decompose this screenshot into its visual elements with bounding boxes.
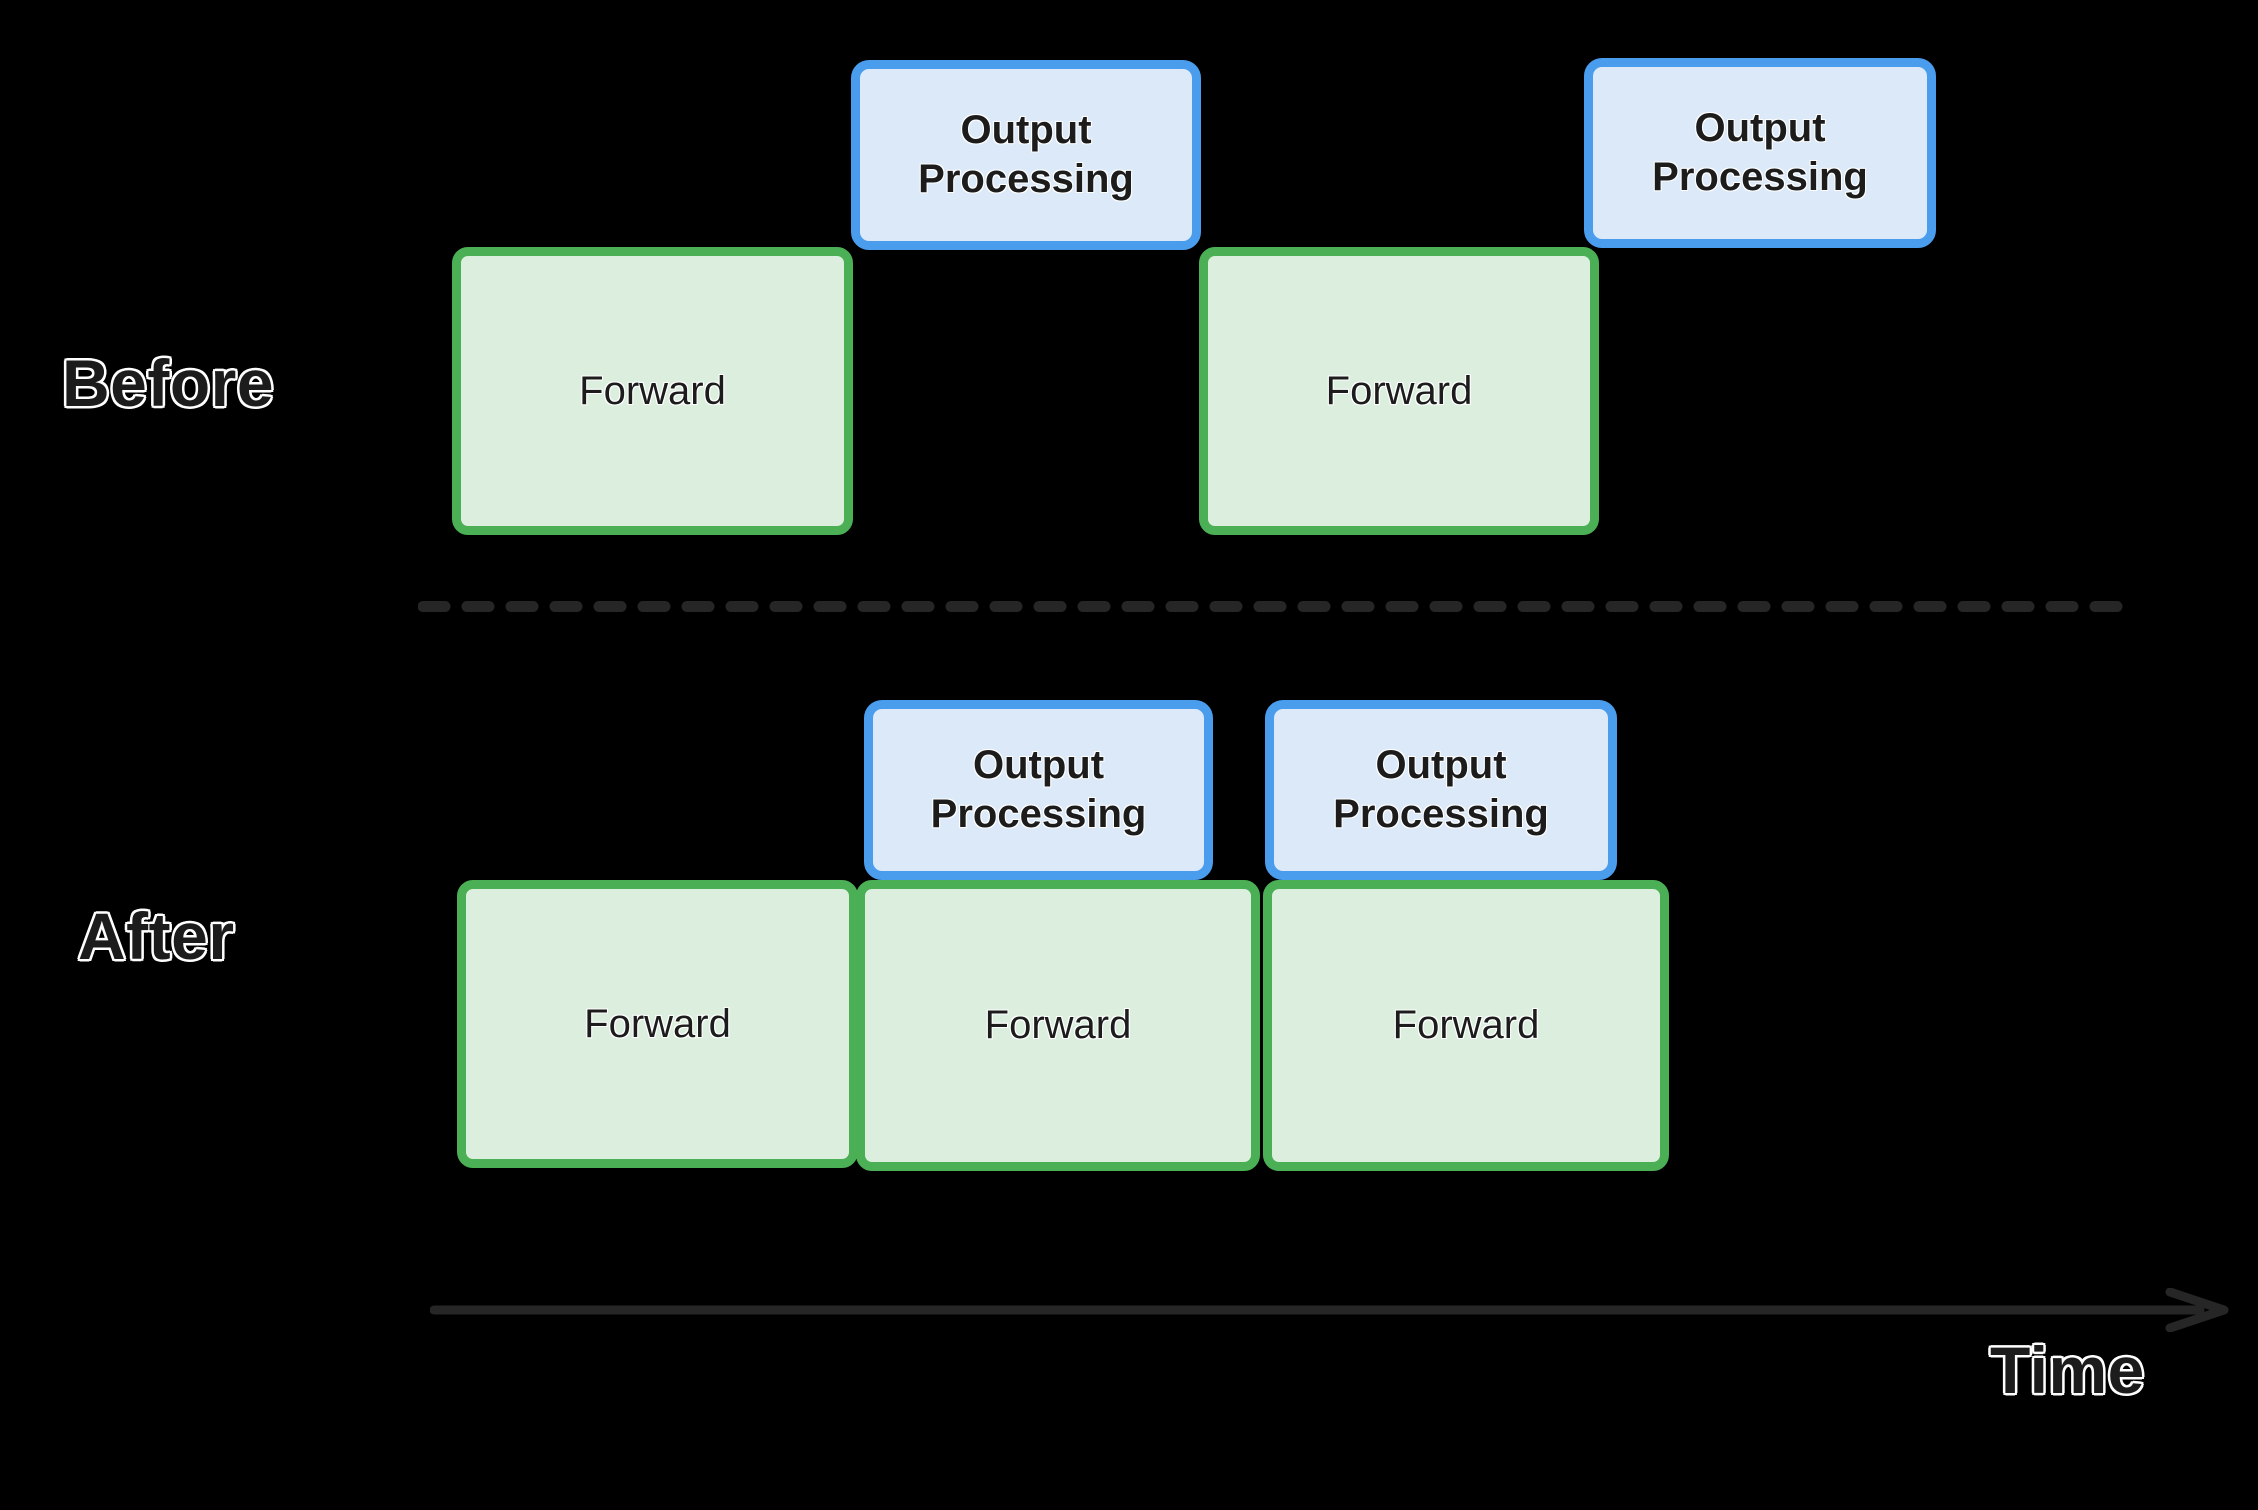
after-forward-block-1: Forward xyxy=(457,880,858,1168)
section-label-after: After xyxy=(77,899,236,973)
output-line-2: Processing xyxy=(1652,155,1868,199)
before-forward-block-1: Forward xyxy=(452,247,853,535)
block-label: Forward xyxy=(579,368,726,413)
block-label: Forward xyxy=(1325,368,1473,413)
output-line-2: Processing xyxy=(1333,792,1549,836)
block-label: Forward xyxy=(584,1001,731,1046)
section-label-before: Before xyxy=(60,346,275,420)
output-line-1: Output xyxy=(1375,743,1507,788)
block-label: Forward xyxy=(1392,1003,1540,1048)
output-line-2: Processing xyxy=(918,157,1134,201)
after-forward-block-2: Forward xyxy=(856,880,1260,1171)
time-axis-arrow xyxy=(430,1288,2229,1332)
output-line-1: Output xyxy=(1694,106,1826,151)
output-line-2: Processing xyxy=(930,792,1147,836)
output-line-1: Output xyxy=(972,743,1105,788)
section-divider xyxy=(418,601,2126,612)
time-axis-label: Time xyxy=(1989,1333,2146,1407)
before-forward-block-2: Forward xyxy=(1199,247,1599,535)
after-forward-block-3: Forward xyxy=(1263,880,1669,1171)
output-line-1: Output xyxy=(960,108,1092,153)
block-label: Forward xyxy=(984,1003,1132,1048)
